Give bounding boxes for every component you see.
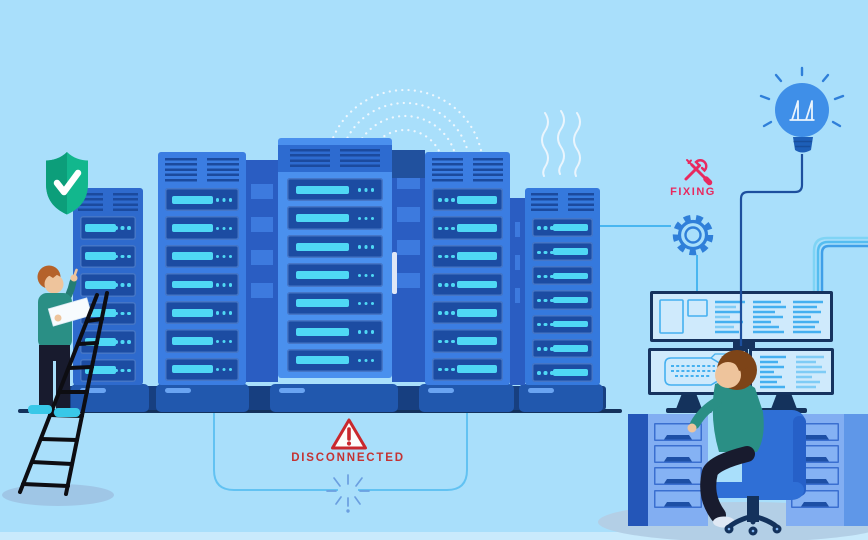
operator-at-desk [687, 350, 806, 536]
cable-outline [213, 413, 468, 513]
drawer [654, 445, 702, 463]
server-slot [432, 329, 503, 353]
monitor-mount [733, 341, 755, 349]
warning-triangle-icon [331, 418, 367, 450]
floor-strip [0, 532, 868, 540]
rack-vent-band [278, 145, 392, 172]
server-slot [165, 329, 239, 353]
monitor-stand-base [666, 408, 712, 413]
server-slot [532, 242, 593, 262]
screen-circuit-diagram [664, 353, 733, 386]
wrench-screwdriver-icon [684, 159, 713, 186]
server-slot [432, 244, 503, 268]
drawer [654, 490, 702, 508]
server-rack-2 [158, 152, 246, 385]
rack-vent [165, 158, 239, 182]
monitor-stand [676, 394, 702, 409]
rack-side-panel [510, 198, 525, 385]
rack-side-panel [246, 160, 278, 382]
server-rack-5 [525, 188, 600, 385]
rack-side-panel [392, 150, 425, 382]
server-slot [165, 272, 239, 297]
drawer [654, 467, 702, 485]
rack-base [270, 384, 398, 412]
rack-reflection [392, 252, 397, 294]
server-slot [532, 338, 593, 358]
operator-figure [687, 350, 764, 452]
server-slot [287, 178, 383, 202]
rack-vent [432, 158, 503, 182]
server-slot [287, 348, 383, 372]
fixing-label: FIXING [670, 186, 716, 198]
server-slot [432, 357, 503, 381]
server-slot [165, 301, 239, 325]
server-slot [432, 188, 503, 212]
monitor-stand [771, 394, 797, 409]
cabinet-side [628, 414, 648, 526]
chair-seat [710, 482, 804, 498]
server-slot [165, 244, 239, 268]
desk-cabinet-left [628, 414, 708, 526]
server-slot [532, 218, 593, 238]
server-slot [80, 216, 136, 240]
server-slot [532, 314, 593, 334]
server-rack-1 [73, 188, 143, 385]
monitor-bottom-right [749, 348, 834, 395]
screen-code-content [760, 355, 826, 389]
server-slot [532, 362, 593, 382]
server-slot [432, 301, 503, 325]
server-slot [287, 291, 383, 316]
shield-check-icon [46, 152, 88, 215]
spark-icon [326, 474, 370, 507]
technician-figure [37, 265, 93, 411]
rack-base [519, 384, 603, 412]
server-slot [432, 216, 503, 240]
server-slot [532, 290, 593, 310]
gear-icon [672, 214, 714, 256]
server-slot [432, 272, 503, 297]
screen-code-content [659, 299, 823, 334]
server-slot [165, 188, 239, 212]
server-slot [165, 216, 239, 240]
cabinet-side [844, 414, 868, 526]
server-slot [287, 234, 383, 259]
server-slot [80, 244, 136, 268]
lightbulb-icon [759, 66, 845, 153]
server-slot [532, 266, 593, 286]
disconnected-label: DISCONNECTED [291, 452, 405, 464]
rack-vent [290, 149, 380, 168]
server-rack-3 [278, 138, 392, 378]
rack-vent [531, 193, 594, 213]
rack-base [419, 384, 514, 412]
server-slot [287, 263, 383, 287]
technician-on-ladder [2, 265, 114, 506]
server-slot [165, 357, 239, 381]
server-rack-4 [425, 152, 510, 385]
ladder-shadow [2, 484, 114, 506]
server-slot [287, 206, 383, 230]
chair-base [724, 496, 782, 536]
server-slot [80, 273, 136, 297]
signal-arcs-icon [325, 88, 485, 170]
server-slot [287, 320, 383, 344]
operator-leg [700, 446, 755, 523]
rack-base [156, 384, 249, 412]
heat-waves-icon [541, 110, 581, 177]
